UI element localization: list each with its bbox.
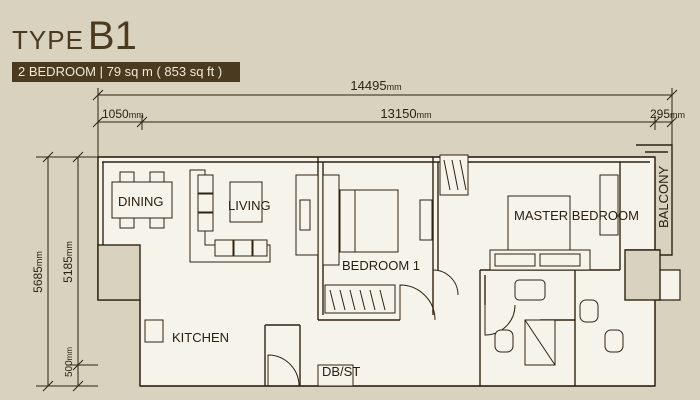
room-label-bedroom1: BEDROOM 1 xyxy=(342,258,420,273)
dim-height-bottom: 500mm xyxy=(64,347,75,377)
room-label-kitchen: KITCHEN xyxy=(172,330,229,345)
dim-right-segment: 295mm xyxy=(650,107,685,121)
living-sofa xyxy=(189,169,271,263)
room-label-dbst: DB/ST xyxy=(322,364,360,379)
dim-left-segment: 1050mm xyxy=(102,107,144,121)
dim-height-inner: 5185mm xyxy=(61,241,75,283)
plan-title-type: TYPE xyxy=(12,25,84,55)
master-furniture xyxy=(144,174,624,387)
walls xyxy=(97,144,673,387)
bedroom1-furniture xyxy=(295,154,469,314)
dim-height-outer: 5685mm xyxy=(31,251,45,293)
plan-title-code: B1 xyxy=(87,14,137,58)
dimension-lines xyxy=(36,88,678,392)
dining-furniture xyxy=(111,171,173,229)
room-label-dining: DINING xyxy=(118,194,164,209)
dim-mid-segment: 13150mm xyxy=(380,106,431,121)
room-label-balcony: BALCONY xyxy=(656,166,671,228)
unit-info-badge: 2 BEDROOM | 79 sq m ( 853 sq ft ) xyxy=(12,62,240,82)
room-label-master: MASTER BEDROOM xyxy=(514,208,639,223)
door-swings xyxy=(267,269,516,387)
room-label-living: LIVING xyxy=(228,198,271,213)
dim-overall-width: 14495mm xyxy=(350,78,401,93)
